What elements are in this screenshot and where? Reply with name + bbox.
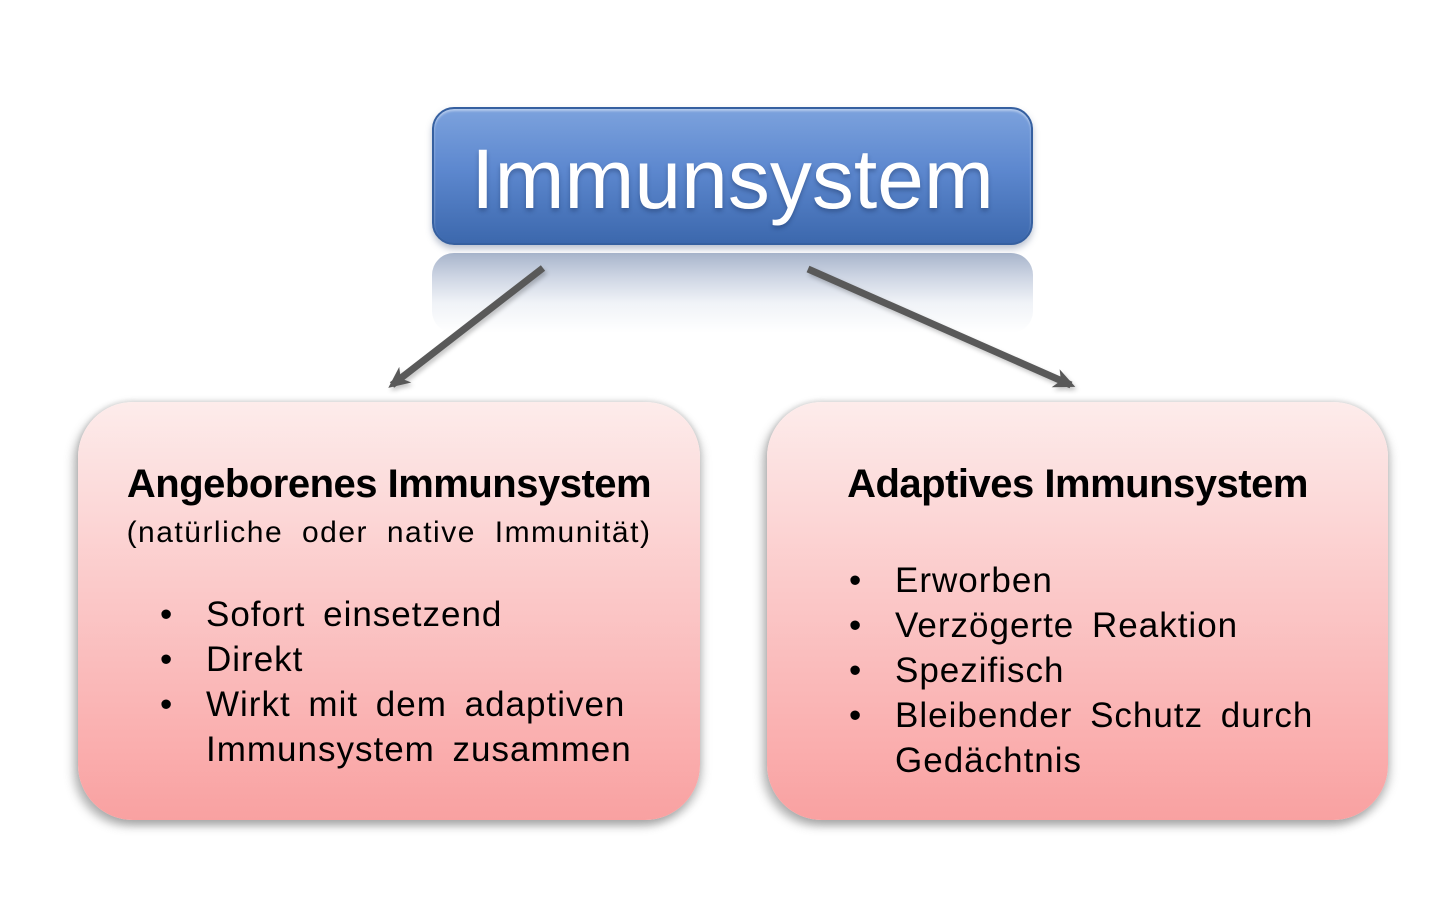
innate-bullet-list: Sofort einsetzendDirektWirkt mit dem ada… [78,592,700,772]
adaptive-immune-box: Adaptives Immunsystem ErworbenVerzögerte… [767,402,1388,820]
bullet-item: Erworben [849,558,1358,603]
bullet-item: Direkt [160,637,670,682]
root-node-reflection [432,253,1033,333]
bullet-item: Verzögerte Reaktion [849,603,1358,648]
bullet-item: Wirkt mit dem adaptiven Immunsystem zusa… [160,682,670,772]
innate-box-subtitle: (natürliche oder native Immunität) [126,516,652,549]
bullet-item: Sofort einsetzend [160,592,670,637]
bullet-item: Spezifisch [849,648,1358,693]
root-node-label: Immunsystem [471,132,994,226]
innate-box-title: Angeborenes Immunsystem [126,462,652,506]
adaptive-box-title: Adaptives Immunsystem [847,462,1308,506]
root-node-immunsystem: Immunsystem [432,107,1033,245]
bullet-item: Bleibender Schutz durch Gedächtnis [849,693,1358,783]
innate-immune-box: Angeborenes Immunsystem (natürliche oder… [78,402,700,820]
adaptive-bullet-list: ErworbenVerzögerte ReaktionSpezifischBle… [767,558,1388,783]
